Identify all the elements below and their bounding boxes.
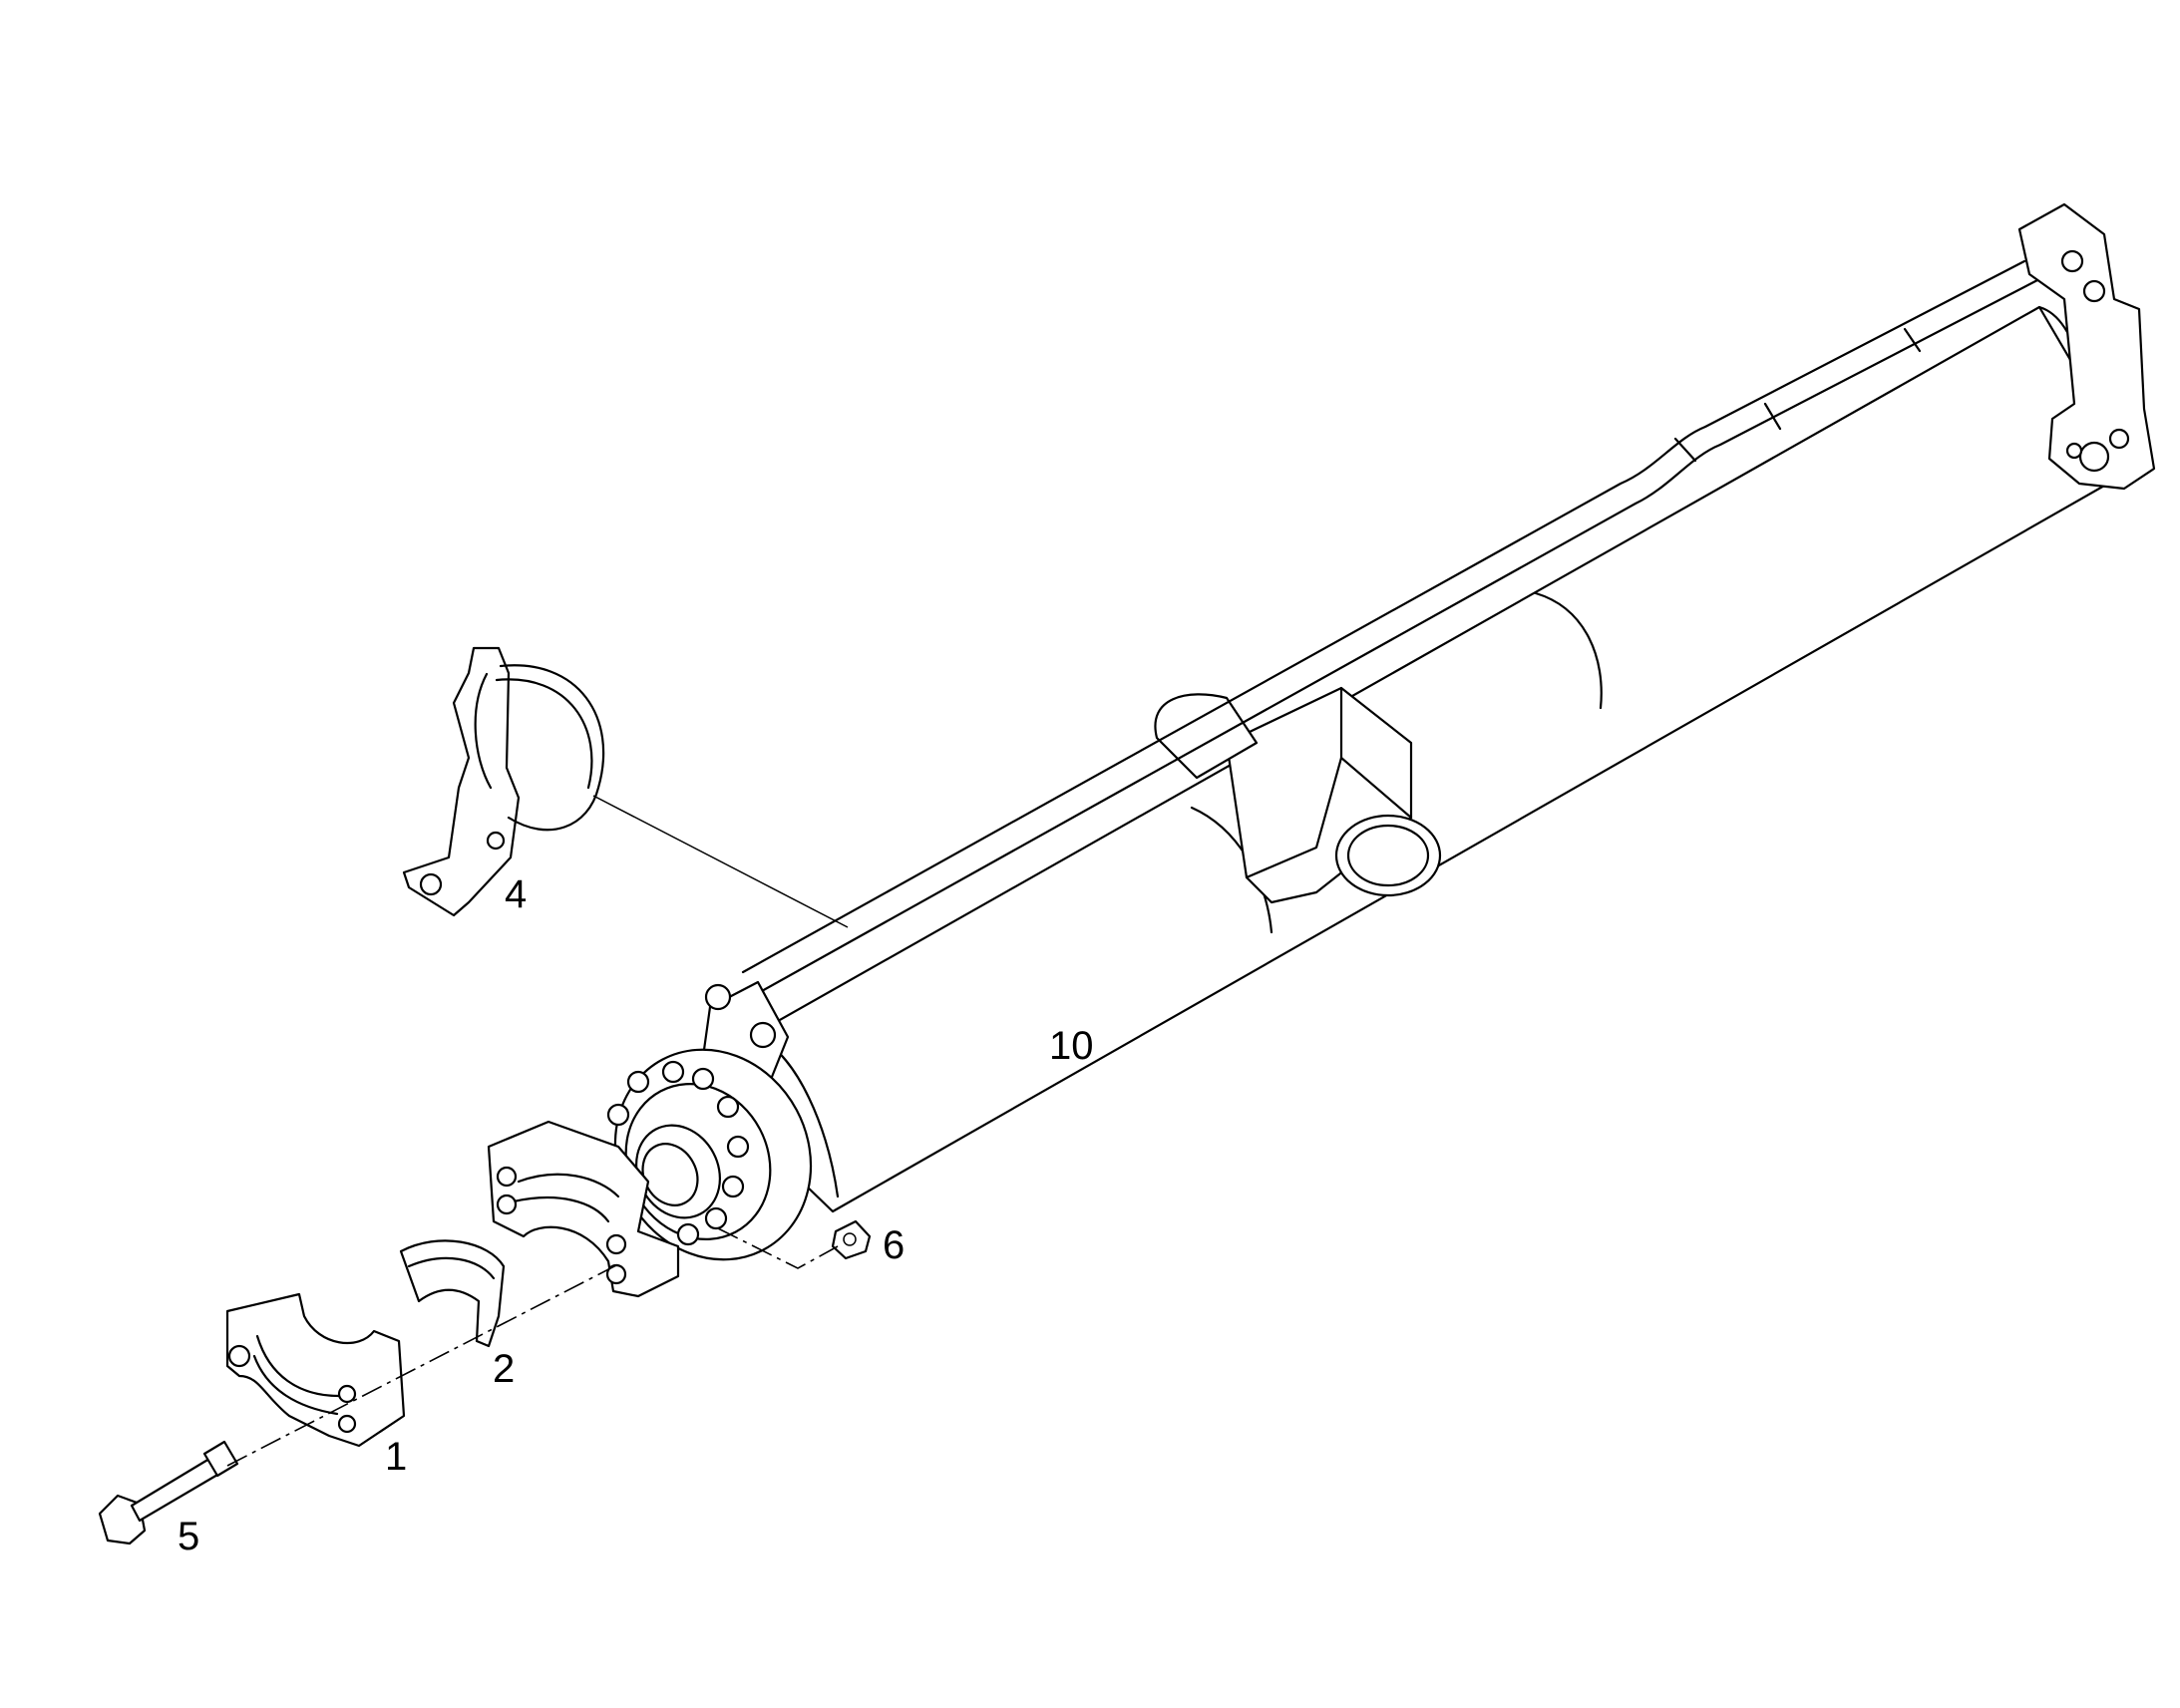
callout-6: 6 [883,1223,905,1267]
callout-1: 1 [385,1435,407,1479]
callout-5: 5 [178,1515,199,1558]
tube-bracket [402,646,605,917]
callout-4: 4 [505,872,527,916]
clamp-half [225,1292,406,1448]
nut [831,1219,872,1260]
bushing-insert [399,1239,506,1348]
callout-10: 10 [1049,1024,1094,1068]
bolt-centerline [226,1263,619,1467]
leader-line-4 [592,795,849,928]
nut-leader [717,1227,839,1269]
callout-2: 2 [493,1347,515,1391]
upper-clamp-half [487,1120,680,1298]
hydraulic-cylinder [606,202,2156,1261]
bolt [98,1440,239,1545]
